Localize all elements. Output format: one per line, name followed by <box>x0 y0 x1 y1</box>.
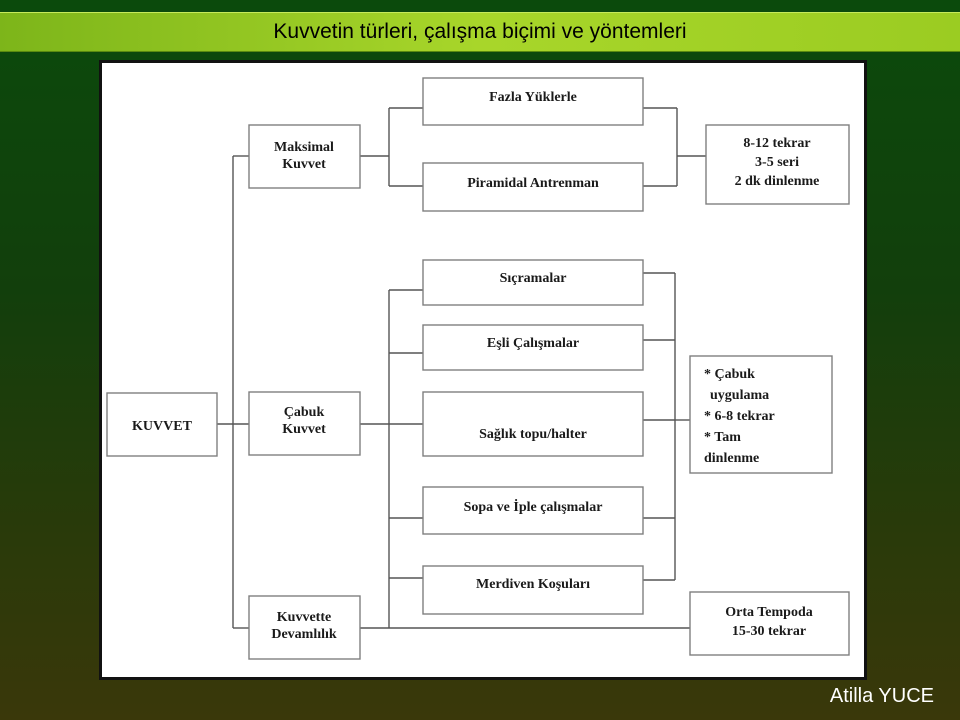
esli-calismalar-box: Eşli Çalışmalar <box>422 324 644 371</box>
svg-text:uygulama: uygulama <box>710 388 769 403</box>
svg-text:Devamlılık: Devamlılık <box>271 627 337 642</box>
svg-text:Fazla Yüklerle: Fazla Yüklerle <box>489 90 577 105</box>
piramidal-antrenman-box: Piramidal Antrenman <box>422 162 644 212</box>
kuvvette-devamlilik-box: Kuvvette Devamlılık <box>248 595 361 660</box>
author-label: Atilla YUCE <box>829 685 934 707</box>
svg-text:Eşli Çalışmalar: Eşli Çalışmalar <box>487 336 579 351</box>
svg-text:Maksimal: Maksimal <box>274 140 334 155</box>
saglik-topu-box: Sağlık topu/halter <box>422 391 644 457</box>
svg-text:Orta Tempoda: Orta Tempoda <box>725 605 813 620</box>
svg-text:* Tam: * Tam <box>704 430 741 445</box>
svg-text:dinlenme: dinlenme <box>704 451 759 466</box>
svg-text:3-5 seri: 3-5 seri <box>755 155 799 170</box>
connectors <box>217 107 706 629</box>
fazla-yuklerle-box: Fazla Yüklerle <box>422 77 644 126</box>
svg-text:KUVVET: KUVVET <box>132 419 193 434</box>
maksimal-kuvvet-box: Maksimal Kuvvet <box>248 124 361 189</box>
svg-text:2 dk dinlenme: 2 dk dinlenme <box>735 174 820 189</box>
merdiven-kosulari-box: Merdiven Koşuları <box>422 565 644 615</box>
svg-text:Piramidal Antrenman: Piramidal Antrenman <box>467 176 599 191</box>
svg-text:Merdiven Koşuları: Merdiven Koşuları <box>476 577 590 592</box>
cabuk-note-box: * Çabuk uygulama * 6-8 tekrar * Tam dinl… <box>689 355 833 474</box>
slide-title: Kuvvetin türleri, çalışma biçimi ve yönt… <box>273 20 687 43</box>
svg-text:* 6-8 tekrar: * 6-8 tekrar <box>704 409 775 424</box>
sicramalar-box: Sıçramalar <box>422 259 644 306</box>
svg-text:Kuvvette: Kuvvette <box>277 610 331 625</box>
svg-text:15-30 tekrar: 15-30 tekrar <box>732 624 806 639</box>
svg-text:Çabuk: Çabuk <box>284 405 325 420</box>
svg-text:Kuvvet: Kuvvet <box>282 422 326 437</box>
svg-text:Sıçramalar: Sıçramalar <box>500 271 567 286</box>
title-bar <box>0 12 960 52</box>
maksimal-note-box: 8-12 tekrar 3-5 seri 2 dk dinlenme <box>705 124 850 205</box>
svg-text:Sopa ve İple çalışmalar: Sopa ve İple çalışmalar <box>464 498 603 515</box>
svg-text:Sağlık topu/halter: Sağlık topu/halter <box>479 427 587 442</box>
sopa-iple-box: Sopa ve İple çalışmalar <box>422 486 644 535</box>
cabuk-kuvvet-box: Çabuk Kuvvet <box>248 391 361 456</box>
kuvvet-box: KUVVET <box>106 392 218 457</box>
svg-text:* Çabuk: * Çabuk <box>704 367 755 382</box>
svg-text:8-12 tekrar: 8-12 tekrar <box>743 136 810 151</box>
devamlilik-note-box: Orta Tempoda 15-30 tekrar <box>689 591 850 656</box>
svg-text:Kuvvet: Kuvvet <box>282 157 326 172</box>
